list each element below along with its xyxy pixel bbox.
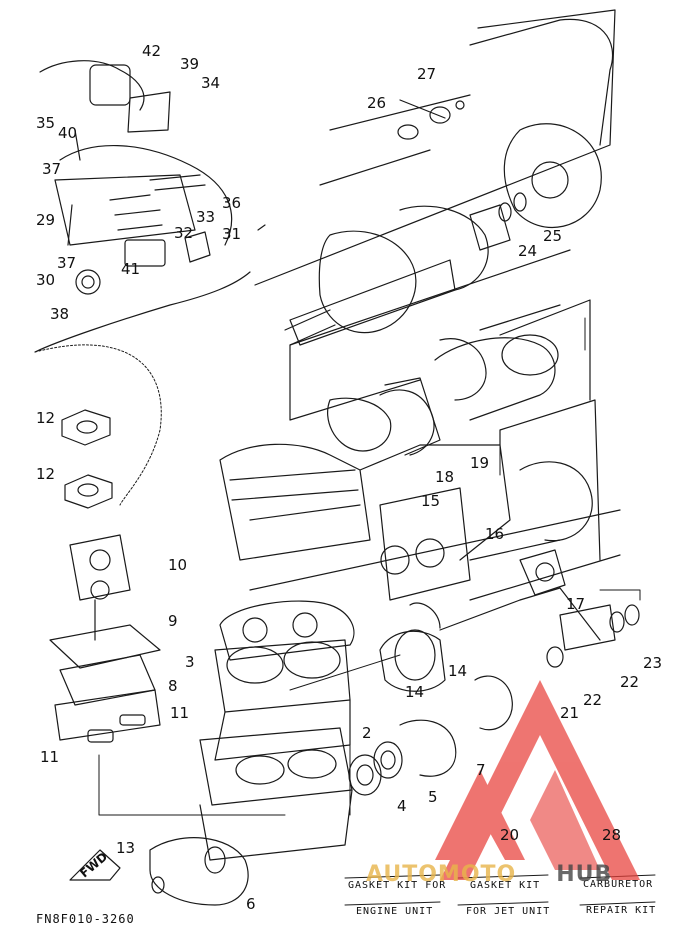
callout-41: 41 bbox=[121, 260, 141, 278]
callout-14a: 14 bbox=[448, 662, 468, 680]
callout-42: 42 bbox=[142, 42, 162, 60]
cylinder-head bbox=[199, 600, 355, 861]
front-cover bbox=[69, 837, 249, 906]
callout-14b: 14 bbox=[405, 683, 425, 701]
callout-29: 29 bbox=[36, 211, 56, 229]
callout-39: 39 bbox=[180, 55, 200, 73]
crankshaft bbox=[284, 204, 511, 346]
callout-10: 10 bbox=[168, 556, 188, 574]
callout-5: 5 bbox=[428, 788, 438, 806]
engine-block bbox=[219, 399, 621, 641]
watermark-text: AUTOMOTO HUB bbox=[366, 862, 612, 887]
callout-6: 6 bbox=[246, 895, 256, 913]
callout-23: 23 bbox=[643, 654, 663, 672]
callout-19: 19 bbox=[470, 454, 490, 472]
callout-40: 40 bbox=[58, 124, 78, 142]
callout-12b: 12 bbox=[36, 465, 56, 483]
callout-30: 30 bbox=[36, 271, 56, 289]
callout-20: 20 bbox=[500, 826, 520, 844]
carburetor-assembly bbox=[34, 60, 266, 353]
callout-22b: 22 bbox=[583, 691, 603, 709]
legend-gasket-jet-line1: GASKET KIT bbox=[470, 880, 541, 891]
callout-13: 13 bbox=[116, 839, 136, 857]
callout-21: 21 bbox=[560, 704, 580, 722]
legend-gasket-engine-line1: GASKET KIT FOR bbox=[348, 880, 447, 891]
callout-15: 15 bbox=[421, 492, 441, 510]
legend-gasket-engine-line2: ENGINE UNIT bbox=[356, 906, 434, 917]
callout-11a: 11 bbox=[170, 704, 190, 722]
callout-8: 8 bbox=[168, 677, 178, 695]
callout-2: 2 bbox=[362, 724, 372, 742]
callout-16: 16 bbox=[485, 525, 505, 543]
callout-37b: 37 bbox=[57, 254, 77, 272]
callout-7: 7 bbox=[476, 761, 486, 779]
callout-4: 4 bbox=[397, 797, 407, 815]
callout-28: 28 bbox=[602, 826, 622, 844]
watermark-text-automoto: AUTOMOTO bbox=[366, 862, 517, 887]
leader-lines bbox=[34, 317, 641, 816]
callout-26: 26 bbox=[367, 94, 387, 112]
callout-12a: 12 bbox=[36, 409, 56, 427]
left-gaskets bbox=[49, 409, 161, 743]
watermark-logo bbox=[435, 680, 640, 880]
callout-18: 18 bbox=[435, 468, 455, 486]
callout-38: 38 bbox=[50, 305, 70, 323]
legend-carburetor-line2: REPAIR KIT bbox=[586, 905, 657, 916]
drawing-code: FN8F010-3260 bbox=[36, 912, 135, 926]
callout-24: 24 bbox=[518, 242, 538, 260]
drive-shaft-section bbox=[289, 249, 591, 456]
legend-carburetor-line1: CARBURETOR bbox=[583, 879, 654, 890]
watermark-text-hub: HUB bbox=[556, 862, 613, 887]
callout-25: 25 bbox=[543, 227, 563, 245]
callout-9: 9 bbox=[168, 612, 178, 630]
callout-36: 36 bbox=[222, 194, 242, 212]
callout-35: 35 bbox=[36, 114, 56, 132]
callout-34: 34 bbox=[201, 74, 221, 92]
legend-gasket-jet-line2: FOR JET UNIT bbox=[466, 906, 551, 917]
callout-11b: 11 bbox=[40, 748, 60, 766]
callout-17: 17 bbox=[566, 595, 586, 613]
callout-37a: 37 bbox=[42, 160, 62, 178]
callout-27: 27 bbox=[417, 65, 437, 83]
callout-31: 31 bbox=[222, 225, 242, 243]
callout-33: 33 bbox=[196, 208, 216, 226]
callout-32: 32 bbox=[174, 224, 194, 242]
callout-3: 3 bbox=[185, 653, 195, 671]
impeller-and-seals bbox=[249, 509, 640, 796]
callout-22a: 22 bbox=[620, 673, 640, 691]
pump-housing bbox=[254, 9, 616, 286]
